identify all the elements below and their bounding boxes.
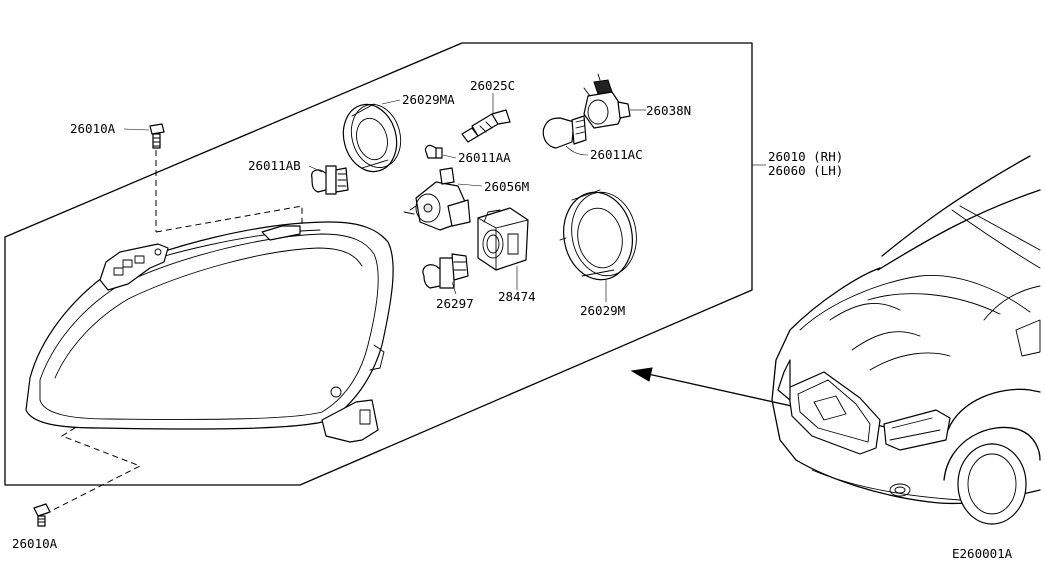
label-bulb-ab: 26011AB: [248, 158, 301, 173]
headlamp-housing: [25, 221, 394, 443]
bulb-ab-part: [311, 165, 349, 195]
label-bulb-aa: 26011AA: [458, 150, 511, 165]
label-ring-ma: 26029MA: [402, 92, 455, 107]
label-ballast: 28474: [498, 289, 536, 304]
screw-bottom-part: [33, 503, 51, 527]
label-bulb-c: 26025C: [470, 78, 515, 93]
label-socket-bn: 26038N: [646, 103, 691, 118]
label-assembly-rh: 26010 (RH): [768, 149, 843, 164]
label-assembly-lh: 26060 (LH): [768, 163, 843, 178]
bulb-297-part: [422, 253, 469, 289]
vehicle-illustration: [771, 155, 1041, 525]
diagram-code: E260001A: [952, 546, 1013, 561]
label-screw-top: 26010A: [70, 121, 116, 136]
cover-ring-ma-part: [342, 103, 402, 173]
leveling-motor-part: [403, 167, 471, 231]
ballast-part: [477, 207, 529, 271]
socket-bn-part: [583, 73, 631, 129]
screw-top-part: [149, 123, 165, 149]
label-screw-bottom: 26010A: [12, 536, 58, 551]
cover-ring-m-part: [559, 189, 637, 281]
label-motor-m: 26056M: [484, 179, 529, 194]
assembly-frame: [4, 42, 753, 486]
bulb-c-part: [461, 109, 511, 143]
bulb-ac-part: [542, 115, 587, 149]
bulb-aa-part: [424, 144, 443, 159]
label-bulb-ac: 26011AC: [590, 147, 643, 162]
label-ring-m: 26029M: [580, 303, 625, 318]
label-bulb-297: 26297: [436, 296, 474, 311]
